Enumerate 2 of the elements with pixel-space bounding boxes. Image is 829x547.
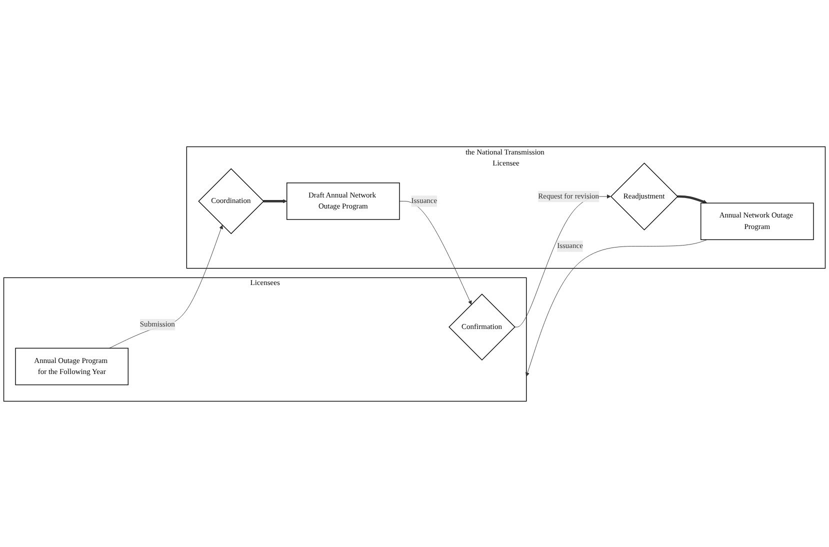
arrow xyxy=(677,194,708,204)
arrow xyxy=(263,198,288,203)
